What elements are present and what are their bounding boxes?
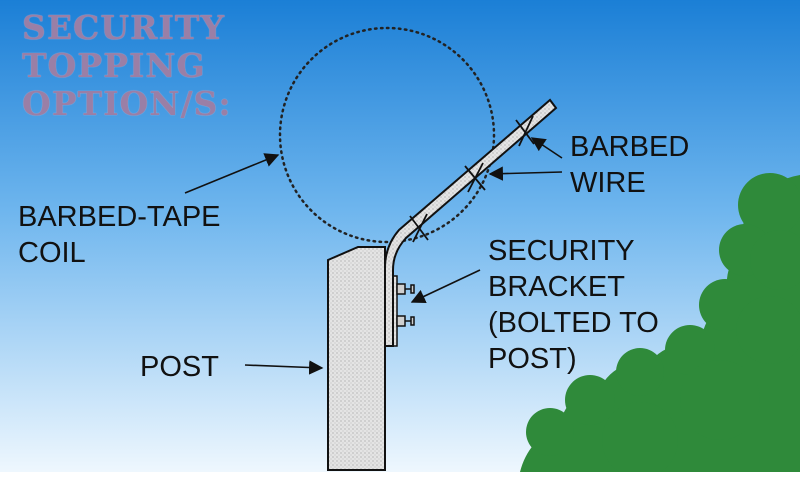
bush <box>520 173 800 477</box>
label-barbed-tape-coil-line-2: COIL <box>18 237 86 269</box>
bolt-upper <box>396 283 415 295</box>
label-barbed-wire-line-1: BARBED <box>570 131 690 163</box>
label-security-bracket-line-4: POST) <box>488 343 577 375</box>
label-post: POST <box>140 351 219 383</box>
label-security-bracket-line-2: BRACKET <box>488 271 625 303</box>
arrow-bracket <box>410 269 481 303</box>
arrow-barbed-wire-lower <box>488 166 563 181</box>
barbed-wire-strands <box>409 115 535 243</box>
title-line-2: TOPPING <box>22 46 206 85</box>
security-bracket-arm <box>384 98 558 347</box>
bolt-lower <box>396 315 415 327</box>
arrow-coil <box>184 153 280 194</box>
title-line-3: OPTION/S: <box>22 84 232 123</box>
post <box>327 246 386 471</box>
label-security-bracket-line-3: (BOLTED TO <box>488 307 659 339</box>
arrow-post <box>244 360 324 375</box>
label-barbed-tape-coil-line-1: BARBED-TAPE <box>18 201 221 233</box>
label-security-bracket-line-1: SECURITY <box>488 235 635 267</box>
label-barbed-wire-line-2: WIRE <box>570 167 646 199</box>
arrow-barbed-wire-upper <box>530 137 563 159</box>
title-line-1: SECURITY <box>22 8 226 47</box>
barbed-tape-coil <box>278 26 496 244</box>
